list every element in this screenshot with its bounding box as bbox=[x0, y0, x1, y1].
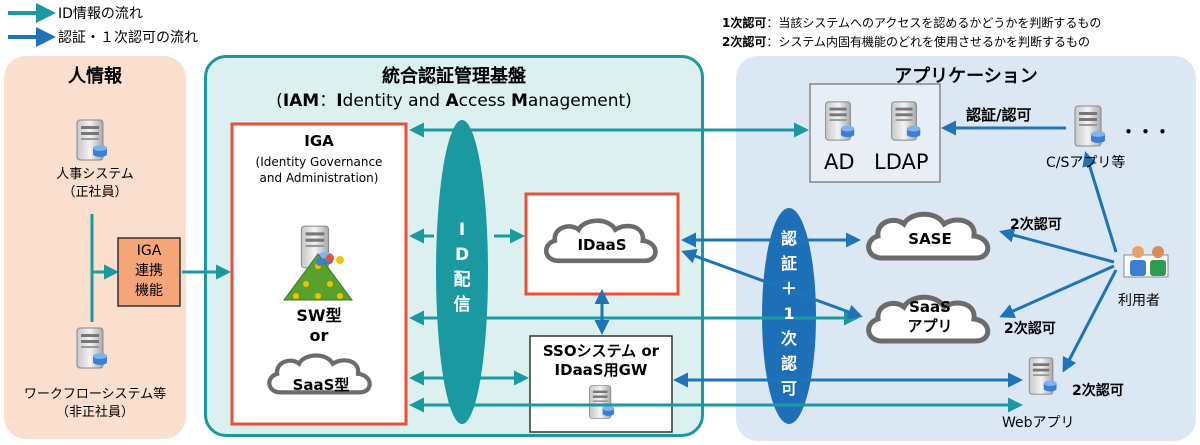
id-distribution-label: I D 配 信 bbox=[436, 218, 488, 318]
workflow-system-note: （非正社員） bbox=[55, 405, 134, 420]
definition-primary-term: 1次認可 bbox=[722, 16, 767, 30]
sso-line-1: SSOシステム or bbox=[542, 342, 660, 360]
auth-char-6: 認 bbox=[780, 354, 797, 373]
saas-app-line-2: アプリ bbox=[907, 317, 953, 335]
user-label: 利用者 bbox=[1118, 293, 1160, 309]
iam-subtitle-p7: ccess bbox=[458, 91, 511, 111]
iga-full-line-2: and Administration) bbox=[259, 171, 379, 185]
iam-subtitle-p5: dentity and bbox=[342, 91, 446, 111]
auth-label: 認 証 ＋ 1 次 認 可 bbox=[762, 226, 816, 401]
saas-app-label: SaaS アプリ bbox=[860, 298, 1000, 336]
definition-primary: 1次認可：当該システムへのアクセスを認めるかどうかを判断するもの bbox=[722, 14, 1101, 31]
iga-link-line-1: IGA bbox=[136, 243, 162, 259]
cs-app-label: C/Sアプリ等 bbox=[1046, 155, 1126, 171]
auth-char-7: 可 bbox=[780, 379, 797, 398]
iga-full-line-1: (Identity Governance bbox=[255, 155, 383, 169]
definition-secondary-desc: ：システム内固有機能のどれを使用させるかを判断するもの bbox=[766, 35, 1091, 49]
secondary-authz-web: 2次認可 bbox=[1072, 383, 1124, 399]
sw-type-text: SW型 bbox=[296, 306, 342, 325]
iam-subtitle-p3: ： bbox=[319, 91, 337, 111]
ldap-label: LDAP bbox=[874, 150, 929, 174]
iam-subtitle-p6: A bbox=[445, 91, 459, 111]
people-title: 人情報 bbox=[68, 66, 122, 87]
iga-link-label: IGA 連携 機能 bbox=[118, 241, 180, 301]
web-app-label: Webアプリ bbox=[1002, 415, 1075, 431]
workflow-system-label: ワークフローシステム等 （非正社員） bbox=[4, 386, 186, 422]
apps-title: アプリケーション bbox=[894, 66, 1038, 87]
iam-subtitle-p8: M bbox=[510, 91, 528, 111]
iam-title: 統合認証管理基盤 bbox=[382, 66, 526, 87]
saas-app-line-1: SaaS bbox=[909, 298, 951, 316]
iga-link-line-2: 連携 bbox=[135, 263, 163, 279]
id-dist-1: I bbox=[458, 220, 466, 240]
secondary-authz-saas: 2次認可 bbox=[1004, 321, 1056, 337]
sase-label: SASE bbox=[908, 230, 952, 248]
auth-char-1: 認 bbox=[780, 229, 797, 248]
iga-link-line-3: 機能 bbox=[135, 283, 163, 299]
iam-subtitle: (IAM：Identity and Access Management) bbox=[204, 86, 704, 111]
auth-char-4: 1 bbox=[783, 304, 795, 323]
ad-label: AD bbox=[824, 150, 855, 174]
iam-subtitle-p9: anagement) bbox=[527, 91, 632, 111]
auth-char-2: 証 bbox=[780, 254, 797, 273]
or-text: or bbox=[309, 326, 329, 345]
auth-char-3: ＋ bbox=[780, 279, 797, 298]
hr-system-note: （正社員） bbox=[62, 185, 128, 200]
sw-type-label: SW型 or bbox=[232, 306, 406, 346]
secondary-authz-sase: 2次認可 bbox=[1010, 217, 1062, 233]
hr-system-label: 人事システム （正社員） bbox=[4, 166, 186, 202]
iam-subtitle-p1: ( bbox=[276, 91, 283, 111]
hr-system-name: 人事システム bbox=[56, 167, 134, 182]
legend-id-flow: ID情報の流れ bbox=[58, 6, 143, 22]
sso-line-2: IDaaS用GW bbox=[554, 361, 648, 379]
auth-authz-label: 認証/認可 bbox=[966, 106, 1032, 124]
definition-primary-desc: ：当該システムへのアクセスを認めるかどうかを判断するもの bbox=[766, 16, 1102, 30]
id-dist-3: 配 bbox=[453, 270, 471, 290]
dots-label: ・・・ bbox=[1120, 123, 1171, 143]
sso-label: SSOシステム or IDaaS用GW bbox=[530, 342, 672, 380]
saas-type-label: SaaS型 bbox=[292, 376, 350, 394]
iam-subtitle-p4: I bbox=[336, 91, 343, 111]
iga-full-name: (Identity Governance and Administration) bbox=[232, 154, 406, 186]
iga-title: IGA bbox=[304, 132, 334, 150]
legend-auth-flow: 認証・１次認可の流れ bbox=[58, 30, 198, 46]
id-dist-2: D bbox=[454, 245, 470, 265]
auth-char-5: 次 bbox=[780, 329, 797, 348]
workflow-system-name: ワークフローシステム等 bbox=[23, 387, 167, 402]
definition-secondary: 2次認可：システム内固有機能のどれを使用させるかを判断するもの bbox=[722, 33, 1090, 50]
definition-secondary-term: 2次認可 bbox=[722, 35, 767, 49]
idaas-label: IDaaS bbox=[577, 236, 627, 254]
iam-subtitle-p2: IAM bbox=[282, 91, 320, 111]
id-dist-4: 信 bbox=[453, 295, 471, 315]
